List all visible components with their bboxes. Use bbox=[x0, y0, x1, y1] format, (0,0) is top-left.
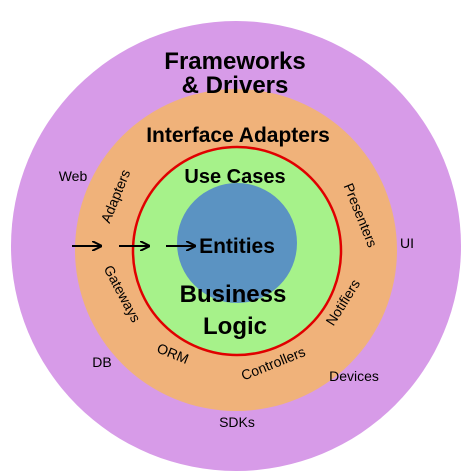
label-web: Web bbox=[59, 168, 88, 184]
label-ui: UI bbox=[400, 235, 414, 251]
frameworks-title-line1: Frameworks bbox=[164, 48, 305, 75]
label-devices: Devices bbox=[329, 368, 379, 384]
entities-title: Entities bbox=[199, 235, 275, 258]
business-logic-line1: Business bbox=[180, 281, 287, 308]
entities-core bbox=[177, 183, 297, 303]
label-db: DB bbox=[92, 354, 111, 370]
frameworks-title-line2: & Drivers bbox=[182, 72, 289, 99]
label-sdks: SDKs bbox=[219, 414, 255, 430]
business-logic-line2: Logic bbox=[203, 313, 267, 340]
use-cases-title: Use Cases bbox=[184, 166, 285, 188]
interface-adapters-title: Interface Adapters bbox=[146, 124, 330, 147]
